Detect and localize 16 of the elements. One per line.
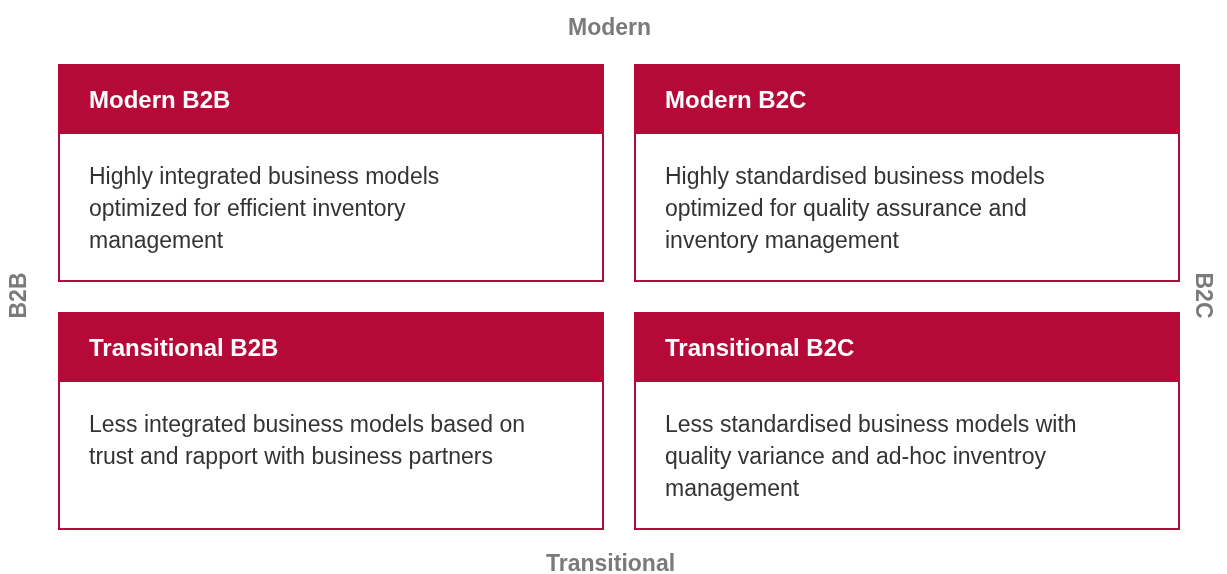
card-description: Less standardised business models with quality variance and ad-hoc inventroy management [664, 410, 1078, 503]
card-heading: Transitional B2B [60, 314, 602, 382]
axis-label: B2B [4, 272, 32, 319]
quadrant-card [58, 312, 604, 530]
axis-label: B2C [1189, 272, 1217, 319]
card-description: Less integrated business models based on trust and rapport with business partners [88, 410, 526, 471]
card-description: Highly integrated business models optimized for efficient inventory management [88, 162, 441, 255]
quadrant-card [58, 64, 604, 282]
card-description: Highly standardised business models optimized for quality assurance and inventory management [664, 162, 1046, 255]
quadrant-card [634, 64, 1180, 282]
axis-label: Transitional [546, 550, 676, 574]
card-heading: Modern B2C [636, 66, 1178, 134]
axis-label: Modern [568, 14, 652, 41]
quadrant-card [634, 312, 1180, 530]
card-heading: Transitional B2C [636, 314, 1178, 382]
card-heading: Modern B2B [60, 66, 602, 134]
